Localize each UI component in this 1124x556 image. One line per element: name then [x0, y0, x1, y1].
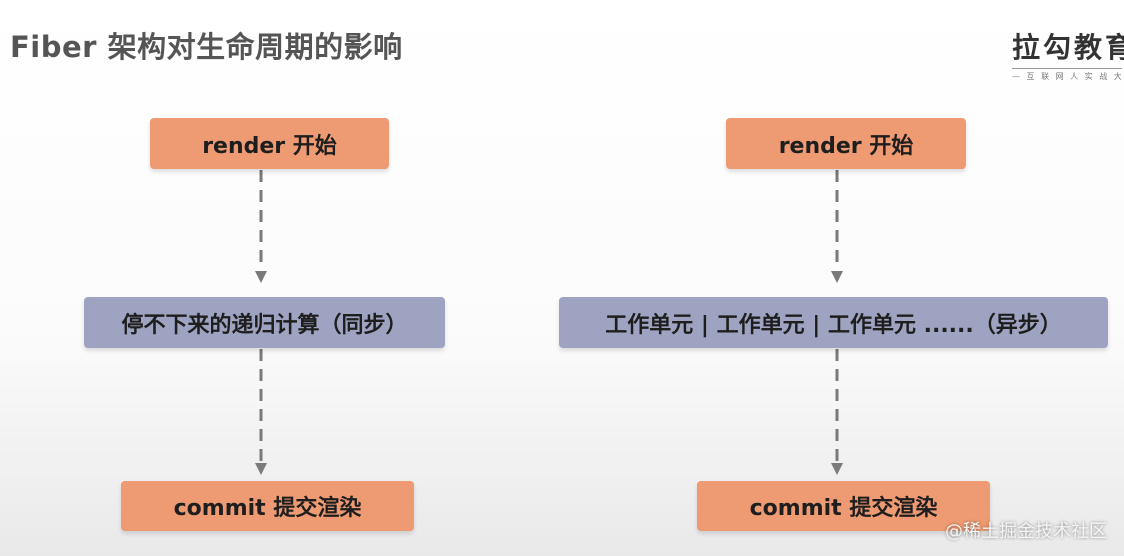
right-arrow-1	[831, 170, 843, 283]
left-arrow-1	[255, 170, 267, 283]
right-arrow-2	[831, 349, 843, 475]
right-commit-box: commit 提交渲染	[697, 481, 990, 531]
logo-tagline: — 互 联 网 人 实 战 大 学	[1012, 68, 1124, 82]
right-render-start-box: render 开始	[726, 118, 966, 169]
right-async-work-units-box: 工作单元 | 工作单元 | 工作单元 ......（异步）	[559, 297, 1108, 348]
page-title: Fiber 架构对生命周期的影响	[10, 30, 403, 64]
left-sync-recursion-box: 停不下来的递归计算（同步）	[84, 297, 445, 348]
watermark: @稀土掘金技术社区	[945, 521, 1107, 542]
left-commit-box: commit 提交渲染	[121, 481, 414, 531]
brand-logo: 拉勾教育 — 互 联 网 人 实 战 大 学	[1012, 26, 1124, 82]
logo-text: 拉勾教育	[1012, 31, 1124, 64]
left-arrow-2	[255, 349, 267, 475]
left-render-start-box: render 开始	[150, 118, 389, 169]
